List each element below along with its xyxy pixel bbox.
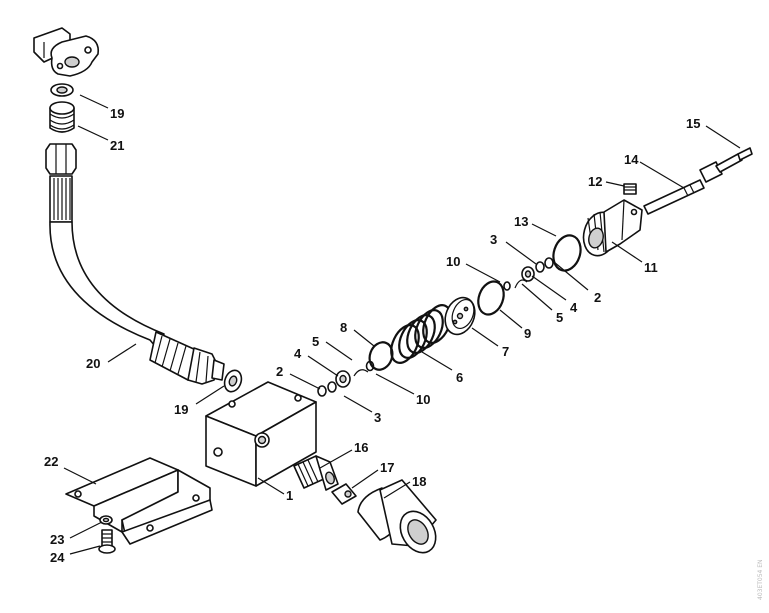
part-nozzle-17 [331,483,357,505]
callout-18: 18 [412,474,426,489]
part-sleeve-18 [357,479,437,554]
callout-10-lower: 10 [416,392,430,407]
callout-15: 15 [686,116,700,131]
part-o-ring-8 [368,341,394,371]
part-o-ring-13 [552,234,582,272]
callout-2-lower: 2 [276,364,283,379]
callout-4-lower: 4 [294,346,302,361]
part-washer-23 [99,515,113,525]
part-ring-9 [477,280,505,316]
callout-3-lower: 3 [374,410,381,425]
part-washer-19-top [50,83,74,97]
callout-6: 6 [456,370,463,385]
part-hose-20 [45,143,225,385]
part-washer-19-lower [223,369,243,393]
callout-3-upper: 3 [490,232,497,247]
callout-20: 20 [86,356,100,371]
callout-8: 8 [340,320,347,335]
leader-lines [63,94,741,555]
part-spring-6 [390,304,452,364]
callout-9: 9 [524,326,531,341]
callout-24: 24 [50,550,65,565]
callout-19-lower: 19 [174,402,188,417]
callout-7: 7 [502,344,509,359]
part-bracket-22 [65,457,213,545]
callout-1: 1 [286,488,293,503]
part-screw-24 [98,529,116,554]
callout-labels: 19 21 20 19 1 2 4 5 3 8 10 6 7 9 10 5 4 … [44,106,700,565]
callout-5-lower: 5 [312,334,319,349]
part-nipple-21 [49,101,75,133]
part-rod-14 [643,179,705,215]
part-rings-upper [503,257,554,291]
callout-12: 12 [588,174,602,189]
callout-2-upper: 2 [594,290,601,305]
callout-19-top: 19 [110,106,124,121]
part-flange-fitting [33,27,100,77]
part-valve-block-1 [205,381,317,487]
part-set-screw-12 [623,183,637,195]
callout-10-upper: 10 [446,254,460,269]
callout-14: 14 [624,152,639,167]
callout-11: 11 [644,260,658,275]
part-rings-near-block [317,360,375,397]
part-nipple-16 [293,455,339,491]
callout-22: 22 [44,454,58,469]
callout-16: 16 [354,440,368,455]
callout-23: 23 [50,532,64,547]
callout-4-upper: 4 [570,300,578,315]
callout-5-upper: 5 [556,310,563,325]
callout-17: 17 [380,460,394,475]
callout-21: 21 [110,138,124,153]
part-housing-11 [582,199,643,257]
part-pin-15 [699,147,753,183]
watermark-code: 403ET054 EN [757,559,764,600]
callout-13: 13 [514,214,528,229]
part-disc-7 [444,296,476,336]
